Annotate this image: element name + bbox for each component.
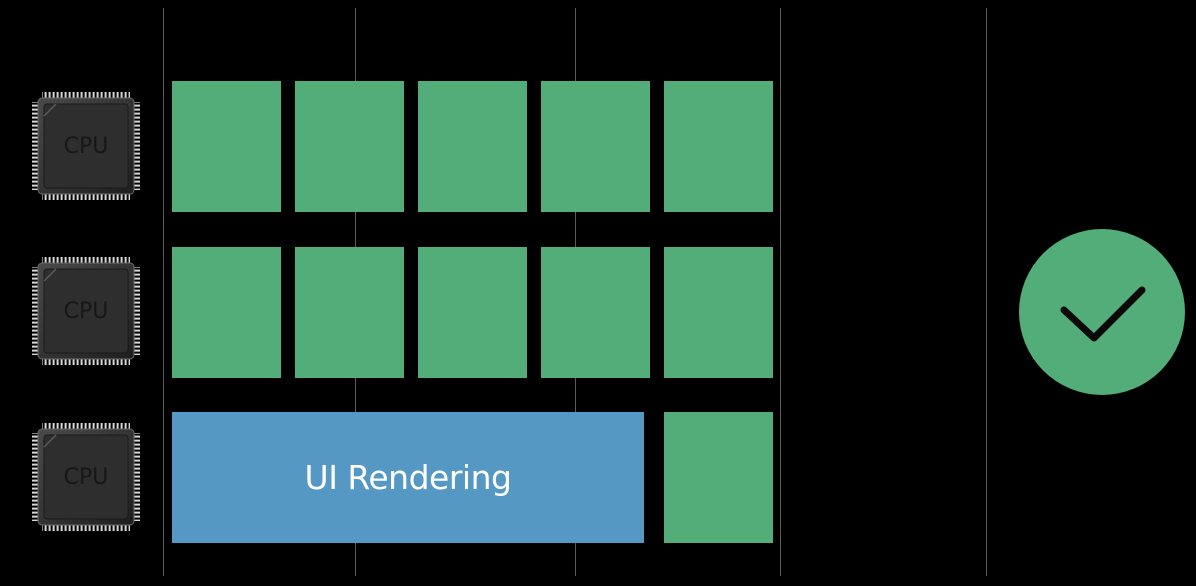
checkmark-icon xyxy=(1019,229,1185,395)
task-block xyxy=(541,247,650,378)
gridline xyxy=(986,8,987,576)
task-block xyxy=(172,81,281,212)
task-block xyxy=(172,247,281,378)
cpu-label: CPU xyxy=(64,465,109,490)
task-block xyxy=(664,247,773,378)
ui-rendering-block: UI Rendering xyxy=(172,412,644,543)
gridline xyxy=(780,8,781,576)
task-block xyxy=(295,247,404,378)
gridline xyxy=(163,8,164,576)
ui-rendering-label: UI Rendering xyxy=(304,458,512,497)
task-block xyxy=(418,247,527,378)
cpu-label: CPU xyxy=(64,299,109,324)
cpu-chip-icon: CPU xyxy=(32,423,140,531)
cpu-label: CPU xyxy=(64,134,109,159)
task-block xyxy=(418,81,527,212)
cpu-chip-icon: CPU xyxy=(32,257,140,365)
task-block xyxy=(664,412,773,543)
task-block xyxy=(541,81,650,212)
task-block xyxy=(664,81,773,212)
cpu-chip-icon: CPU xyxy=(32,92,140,200)
task-block xyxy=(295,81,404,212)
